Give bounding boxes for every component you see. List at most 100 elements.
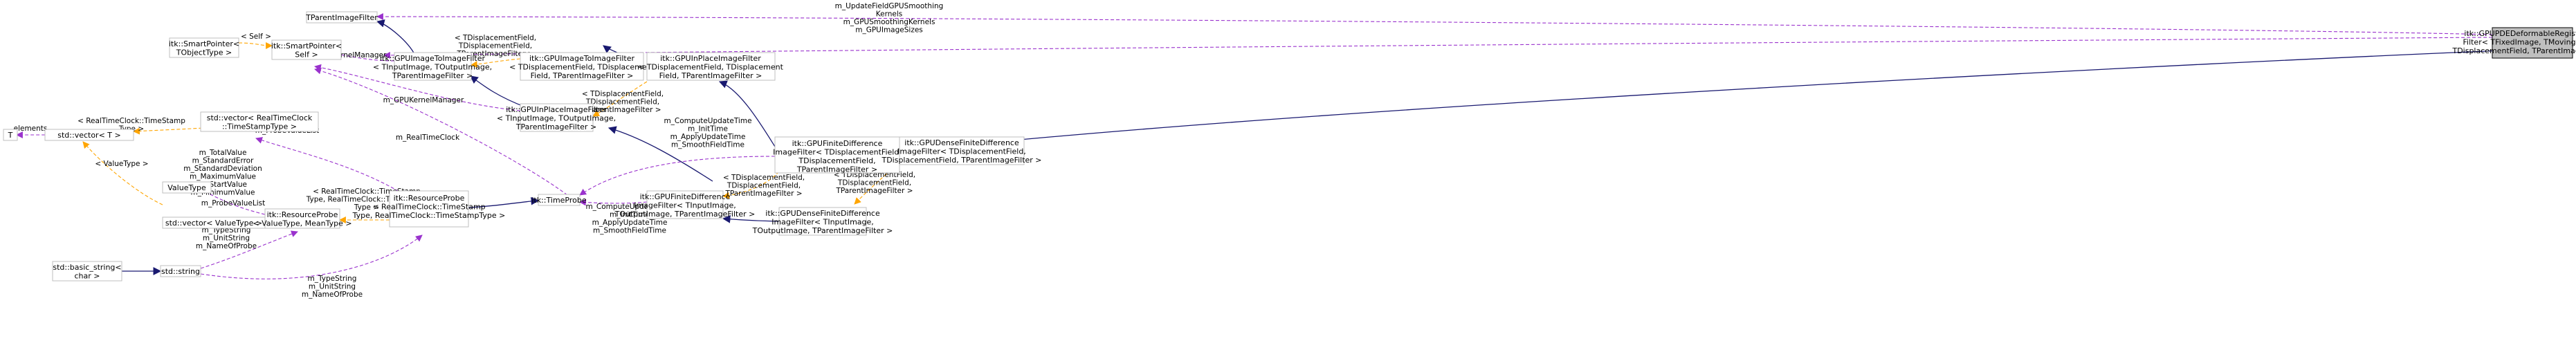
node-t[interactable]: T — [3, 129, 18, 141]
node-vector-value-type[interactable]: std::vector< ValueType > — [162, 216, 266, 229]
text-line: m_RealTimeClock — [396, 133, 460, 142]
text-line: itk::ResourceProbe — [267, 210, 338, 219]
text-line: < TInputImage, TOutputImage, — [497, 114, 616, 123]
text-line: m_UnitString — [203, 234, 250, 243]
text-line: < TDisplacementField, — [582, 90, 664, 98]
text-line: std::string — [161, 267, 200, 276]
text-line: TOutputImage, TParentImageFilter > — [614, 210, 756, 219]
text-line: m_MaximumValue — [190, 173, 256, 181]
svg-text:std::vector< ValueType >: std::vector< ValueType > — [165, 219, 262, 228]
text-line: TDisplacementField, — [727, 182, 801, 190]
node-vector-t[interactable]: std::vector< T > — [44, 129, 134, 141]
edge-self-gpuimg-a — [314, 47, 395, 62]
nodes: itk::GPUPDEDeformableRegistrationFilter<… — [3, 11, 2576, 282]
edge-focus-tparent — [376, 13, 2493, 35]
svg-text:ValueType: ValueType — [167, 183, 206, 192]
text-line: m_ApplyUpdateTime — [670, 133, 746, 141]
svg-text:TParentImageFilter: TParentImageFilter — [305, 13, 378, 22]
text-line: m_UnitString — [309, 283, 356, 291]
text-line: < ValueType, MeanType > — [253, 219, 351, 228]
node-value-type[interactable]: ValueType — [162, 181, 212, 194]
text-line: TDisplacementField, TParentImageFilter > — [2451, 46, 2576, 55]
edge-label-value-type: < ValueType > — [95, 160, 148, 168]
text-line: itk::GPUImageToImageFilter — [529, 54, 635, 63]
text-line: Field, TParentImageFilter > — [659, 71, 762, 80]
text-line: char > — [75, 272, 100, 281]
text-line: TDisplacementField, — [837, 179, 911, 187]
text-line: itk::GPUImageToImageFilter — [380, 54, 486, 63]
edge-inplace-template — [592, 81, 648, 117]
node-time-probe[interactable]: itk::TimeProbe — [531, 194, 587, 206]
text-line: std::vector< T > — [57, 131, 120, 140]
node-smart-pointer-self[interactable]: itk::SmartPointer<Self > — [271, 39, 342, 60]
node-resource-probe[interactable]: itk::ResourceProbe< ValueType, MeanType … — [253, 208, 352, 229]
text-line: elements — [14, 125, 48, 133]
text-line: Type > — [354, 203, 379, 212]
text-line: ValueType — [167, 183, 206, 192]
svg-text:std::basic_string<char >: std::basic_string<char > — [53, 263, 121, 281]
text-line: TParentImageFilter > — [835, 187, 913, 195]
edge-timeprobe-fd-b — [579, 156, 776, 196]
node-smart-pointer-tobject[interactable]: itk::SmartPointer<TObjectType > — [169, 37, 239, 58]
edge-inplace-a-fd-a — [608, 126, 713, 182]
node-std-string[interactable]: std::string — [160, 265, 201, 277]
text-line: < ValueType > — [95, 160, 148, 168]
text-line: m_ApplyUpdateTime — [592, 219, 668, 227]
text-line: m_TypeString — [308, 275, 357, 283]
node-basic-string[interactable]: std::basic_string<char > — [52, 261, 122, 282]
edge-vector-value — [82, 141, 163, 205]
edge-label-tmpl-disp-d: < TDisplacementField,TDisplacementField,… — [834, 171, 915, 195]
text-line: m_GPUImageSizes — [855, 26, 923, 35]
svg-text:itk::ResourceProbe< ValueType,: itk::ResourceProbe< ValueType, MeanType … — [253, 210, 351, 228]
text-line: ImageFilter< TInputImage, — [771, 218, 874, 227]
node-resource-probe-rtc[interactable]: itk::ResourceProbe< RealTimeClock::TimeS… — [352, 190, 506, 228]
edge-focus-smartpointer-self — [383, 37, 2493, 59]
edge-label-real-time-clock: m_RealTimeClock — [396, 133, 460, 142]
svg-text:std::string: std::string — [161, 267, 200, 276]
text-line: < RealTimeClock::TimeStamp — [77, 117, 185, 125]
svg-text:itk::SmartPointer<TObjectType: itk::SmartPointer<TObjectType > — [169, 39, 239, 57]
edge-gpuimg-gpuinplace-a — [470, 75, 527, 108]
edge-timeprobe-fd-a — [579, 199, 648, 206]
text-line: itk::GPUInPlaceImageFilter — [506, 105, 607, 114]
node-gpu-image-to-image-filter-disp[interactable]: itk::GPUImageToImageFilter< TDisplacemen… — [509, 52, 655, 81]
node-gpu-image-to-image-filter-input[interactable]: itk::GPUImageToImageFilter< TInputImage,… — [373, 52, 492, 81]
text-line: itk::GPUPDEDeformableRegistration — [2464, 29, 2576, 38]
text-line: m_TotalValue — [199, 149, 247, 157]
text-line: std::basic_string< — [53, 263, 121, 272]
node-vector-rtc[interactable]: std::vector< RealTimeClock::TimeStampTyp… — [200, 111, 319, 132]
text-line: m_NameOfProbe — [196, 242, 257, 250]
text-line: TDisplacementField, — [585, 98, 659, 107]
text-line: m_ProbeValueList — [201, 199, 265, 208]
node-gpu-pde-deformable-registration-filter[interactable]: itk::GPUPDEDeformableRegistrationFilter<… — [2451, 27, 2576, 59]
text-line: std::vector< RealTimeClock — [207, 113, 313, 122]
text-line: m_GPUSmoothingKernels — [843, 18, 935, 26]
edge-timeprobe-self — [314, 67, 568, 196]
text-line: ImageFilter< TDisplacementField, — [897, 147, 1026, 156]
text-line: itk::GPUFiniteDifference — [640, 192, 731, 201]
text-line: itk::GPUFiniteDifference — [792, 139, 883, 148]
text-line: < TDisplacementField, — [455, 34, 536, 42]
svg-text:itk::GPUInPlaceImageFilter< TD: itk::GPUInPlaceImageFilter< TDisplacemen… — [638, 54, 783, 80]
svg-text:std::vector< RealTimeClock::Ti: std::vector< RealTimeClock::TimeStampTyp… — [207, 113, 313, 131]
text-line: < TDisplacementField, — [723, 174, 805, 182]
text-line: m_StandardError — [192, 157, 255, 165]
text-line: ::TimeStampType > — [222, 122, 297, 131]
node-gpu-inplace-image-filter-input[interactable]: itk::GPUInPlaceImageFilter< TInputImage,… — [497, 103, 616, 132]
svg-text:std::vector< T >: std::vector< T > — [57, 131, 120, 140]
node-tparent-image-filter[interactable]: TParentImageFilter — [305, 11, 378, 24]
text-line: Self > — [295, 50, 318, 59]
text-line: TOutputImage, TParentImageFilter > — [752, 226, 893, 235]
text-line: < TDisplacementField, TDisplacement — [638, 63, 783, 72]
text-line: itk::ResourceProbe — [394, 194, 465, 203]
node-gpu-inplace-image-filter-disp[interactable]: itk::GPUInPlaceImageFilter< TDisplacemen… — [638, 52, 784, 81]
svg-text:itk::GPUImageToImageFilter< TI: itk::GPUImageToImageFilter< TInputImage,… — [373, 54, 492, 80]
